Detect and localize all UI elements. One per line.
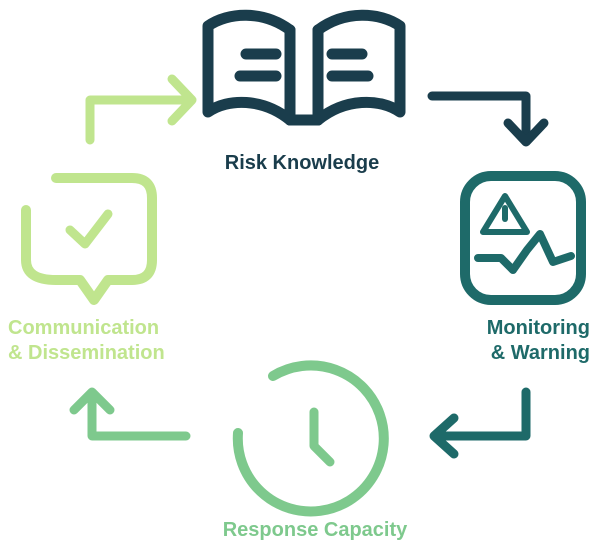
monitoring-warning-line1: Monitoring — [486, 317, 590, 339]
clock-icon — [232, 360, 389, 517]
arrow-comm-to-risk — [85, 74, 197, 145]
response-capacity-label: Response Capacity — [222, 519, 408, 541]
monitoring-warning-line2: & Warning — [490, 342, 590, 364]
monitoring-warning-label: Monitoring & Warning — [487, 316, 590, 366]
communication-line2: & Dissemination — [8, 342, 165, 364]
arrow-response-to-comm — [69, 387, 191, 441]
chat-check-icon — [21, 173, 157, 305]
risk-knowledge-label: Risk Knowledge — [224, 152, 380, 174]
communication-line1: Communication — [8, 317, 160, 339]
arrow-risk-to-monitor — [427, 91, 549, 147]
open-book-icon — [202, 9, 406, 126]
communication-label: Communication & Dissemination — [8, 316, 165, 366]
monitor-warning-icon — [460, 171, 586, 305]
arrow-monitor-to-response — [429, 387, 531, 459]
